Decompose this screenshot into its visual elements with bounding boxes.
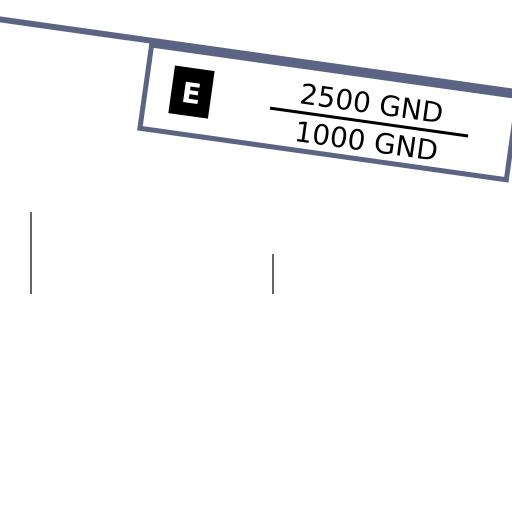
airspace-label-frame xyxy=(137,42,512,183)
airspace-class-badge xyxy=(168,65,215,119)
airspace-class-letter: E xyxy=(179,76,203,111)
altitude-divider xyxy=(269,106,469,138)
airspace-boundary-line xyxy=(0,16,512,95)
